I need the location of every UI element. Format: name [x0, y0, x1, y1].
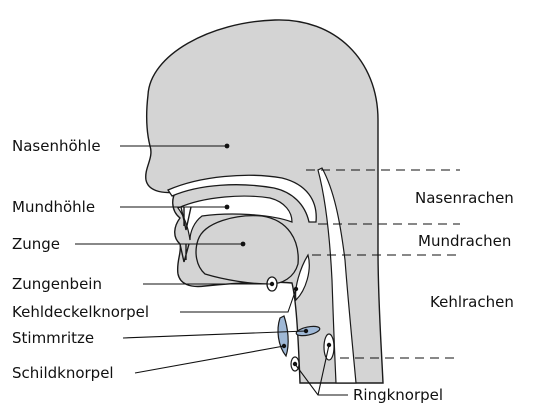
leader-thyroid — [135, 346, 284, 373]
label-epiglottis: Kehldeckelknorpel — [12, 303, 149, 321]
leader-epiglottis — [180, 289, 296, 312]
label-oropharynx: Mundrachen — [418, 232, 511, 250]
label-cricoid: Ringknorpel — [353, 386, 443, 404]
label-oral-cavity: Mundhöhle — [12, 198, 95, 216]
label-nasal-cavity: Nasenhöhle — [12, 137, 101, 155]
label-hyoid: Zungenbein — [12, 275, 102, 293]
label-glottis: Stimmritze — [12, 329, 94, 347]
label-nasopharynx: Nasenrachen — [415, 189, 514, 207]
label-tongue: Zunge — [12, 235, 60, 253]
thyroid-cartilage — [278, 316, 288, 356]
label-laryngopharynx: Kehlrachen — [430, 293, 514, 311]
tongue-body — [196, 216, 298, 284]
label-thyroid: Schildknorpel — [12, 364, 114, 382]
